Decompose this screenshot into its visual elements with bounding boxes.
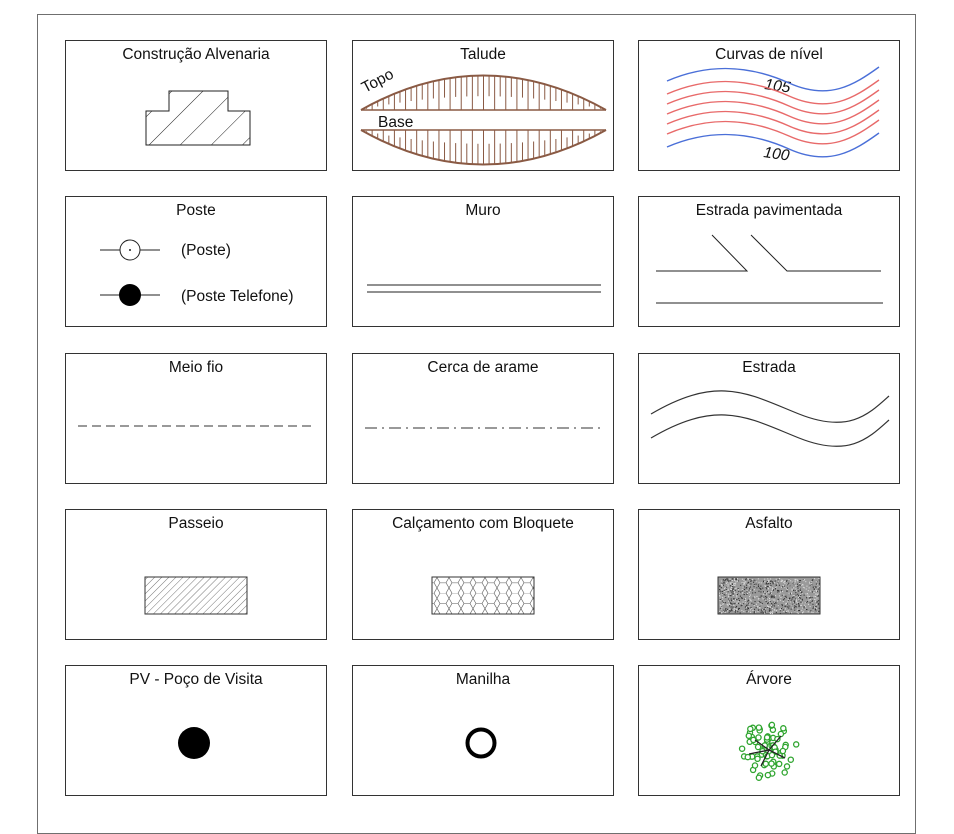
manhole-symbol [178,727,210,759]
cell-title: Estrada [742,359,796,376]
road-symbol [650,390,890,447]
legend-cell-pv-poco-visita: PV - Poço de Visita [65,665,327,796]
pole-symbols: (Poste) (Poste Telefone) [100,239,294,306]
embankment-symbol: Topo Base [359,66,607,166]
cell-title: Passeio [168,515,224,532]
sidewalk-symbol [144,576,248,615]
cell-title: Calçamento com Bloquete [392,515,574,532]
asphalt-texture [719,578,820,615]
block-paving-symbol [431,576,535,615]
legend-cell-estrada: Estrada [638,353,900,484]
legend-cell-asfalto: Asfalto [638,509,900,640]
cell-title: Curvas de nível [715,46,823,63]
legend-cell-talude: Talude Topo Base [352,40,614,171]
telephone-pole-icon [100,284,160,306]
legend-cell-manilha: Manilha [352,665,614,796]
cell-title: Manilha [455,671,511,688]
pole-label: (Poste) [181,242,231,259]
cell-title: Cerca de arame [427,359,539,376]
wire-fence-symbol [365,427,603,429]
cell-title: Meio fio [168,359,224,376]
talude-label-topo: Topo [359,66,397,97]
cell-title: Poste [176,202,216,219]
masonry-building-symbol [145,90,251,146]
cell-title: Estrada pavimentada [695,202,843,219]
curb-symbol [78,425,316,427]
legend-cell-arvore: Árvore [638,665,900,796]
legend-cell-estrada-pavimentada: Estrada pavimentada [638,196,900,327]
cell-title: Muro [465,202,501,219]
tree-icon [738,721,800,781]
legend-cell-poste: Poste (Poste) (Poste Telefone) [65,196,327,327]
contour-label-100: 100 [762,144,790,164]
contour-label-105: 105 [763,76,791,96]
legend-cell-curvas-de-nivel: Curvas de nível 105 100 [638,40,900,171]
legend-cell-muro: Muro [352,196,614,327]
legend-cell-calcamento-bloquete: Calçamento com Bloquete [352,509,614,640]
cell-title: Árvore [746,671,792,688]
legend-cell-meio-fio: Meio fio [65,353,327,484]
paved-road-symbol [656,234,883,304]
contour-lines [666,66,880,158]
wall-symbol [367,284,601,293]
pipe-ring-icon [465,727,497,759]
cell-title: Talude [460,46,506,63]
talude-label-base: Base [378,114,413,131]
legend-cell-construcao-alvenaria: Construção Alvenaria [65,40,327,171]
cell-title: Asfalto [745,515,793,532]
legend-cell-cerca-de-arame: Cerca de arame [352,353,614,484]
cell-title: Construção Alvenaria [122,46,270,63]
tree-symbol [738,721,800,781]
legend-cell-passeio: Passeio [65,509,327,640]
pipe-symbol [465,727,497,759]
pole-icon [100,239,160,261]
contour-lines-symbol: 105 100 [666,66,880,165]
manhole-icon [178,727,210,759]
telephone-pole-label: (Poste Telefone) [181,288,294,305]
cell-title: PV - Poço de Visita [129,671,263,688]
embankment-hachure [360,74,607,166]
asphalt-symbol [717,576,821,615]
